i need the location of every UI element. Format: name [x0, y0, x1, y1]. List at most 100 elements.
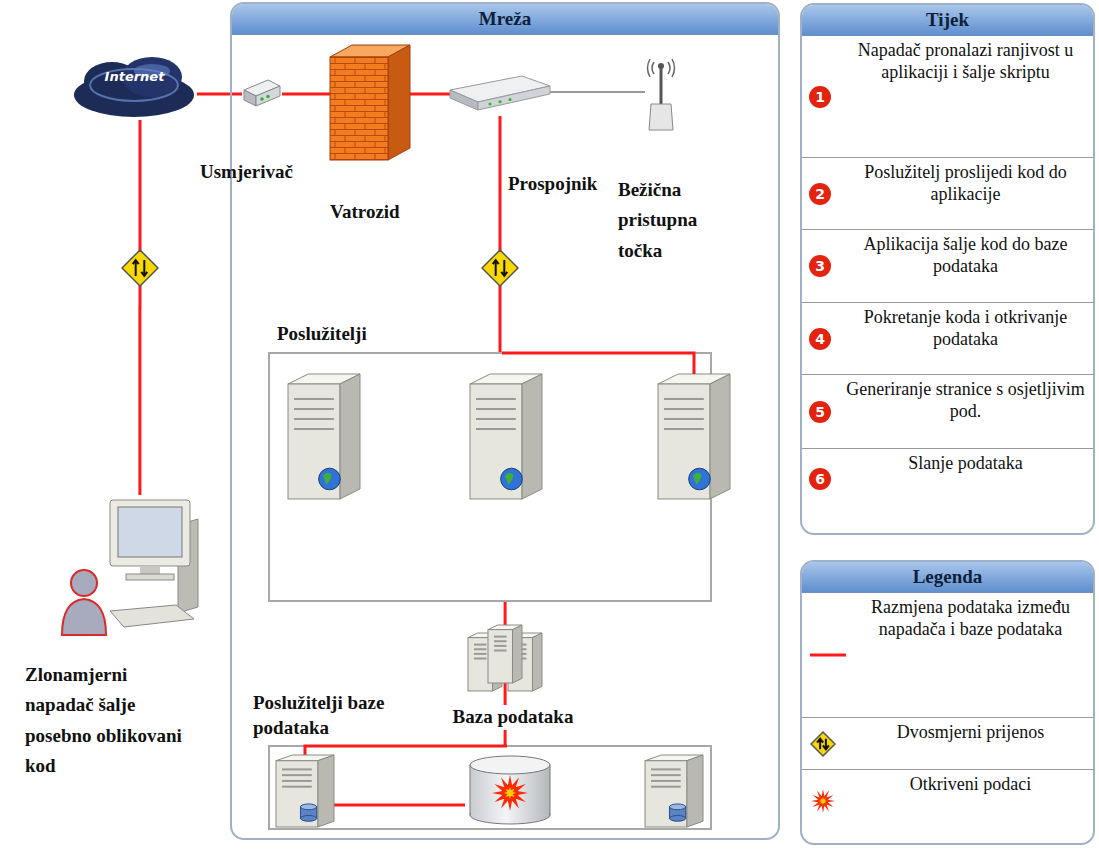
- internet-cloud-icon: [72, 55, 197, 120]
- line-shape: [651, 786, 681, 788]
- flow-step: 3Aplikacija šalje kod do baze podataka: [802, 229, 1093, 302]
- polygon-shape: [532, 633, 542, 691]
- ellipse-shape: [470, 756, 550, 774]
- legend-text: Razmjena podataka između napadača i baze…: [848, 593, 1093, 644]
- circle-shape: [499, 100, 502, 103]
- rect-shape: [140, 566, 160, 574]
- polygon-shape: [244, 90, 256, 106]
- polygon-shape: [819, 797, 827, 805]
- line-shape: [282, 768, 312, 770]
- rect-shape: [276, 761, 318, 827]
- path-shape: [62, 599, 106, 635]
- flow-step: 1Napadač pronalazi ranjivost u aplikacij…: [802, 35, 1093, 157]
- polygon-shape: [478, 86, 550, 110]
- line-shape: [494, 640, 506, 642]
- rect-shape: [330, 57, 388, 160]
- panel-heading: Legenda: [802, 562, 1093, 593]
- polygon-shape: [110, 605, 194, 627]
- callout-number: 6: [809, 468, 831, 490]
- rect-shape: [118, 507, 182, 557]
- line-shape: [494, 636, 506, 638]
- switch: Prospojnik: [450, 76, 550, 116]
- wireless-access-point: Bežična pristupna točka: [645, 62, 677, 132]
- rect-shape: [110, 500, 190, 566]
- server-group: Poslužitelji: [268, 352, 712, 602]
- legend-row: Razmjena podataka između napadača i baze…: [802, 592, 1093, 717]
- polygon-shape: [710, 374, 730, 499]
- panel-heading: Tijek: [802, 5, 1093, 36]
- path-shape: [501, 260, 507, 276]
- flow-panel: Tijek1Napadač pronalazi ranjivost u apli…: [800, 3, 1095, 535]
- path-shape: [502, 353, 694, 374]
- legend-row: Dvosmjerni prijenos: [802, 717, 1093, 769]
- g-shape: [276, 755, 334, 827]
- network-link: [499, 116, 502, 352]
- flow-step: 2 Poslužitelj proslijedi kod do aplikacij…: [802, 157, 1093, 229]
- polygon-shape: [388, 45, 410, 160]
- rect-shape: [288, 384, 340, 499]
- rect-shape: [645, 761, 687, 827]
- path-shape: [648, 59, 675, 77]
- switch-icon: [450, 76, 550, 116]
- legend-text: Dvosmjerni prijenos: [848, 718, 1093, 748]
- polygon-shape: [450, 90, 478, 110]
- line-shape: [494, 645, 506, 647]
- line-shape: [474, 653, 486, 655]
- path-shape: [323, 473, 332, 485]
- rect-shape: [658, 384, 710, 499]
- server-group-art: [270, 354, 710, 600]
- line-shape: [664, 418, 704, 420]
- circle-shape: [266, 95, 270, 99]
- database-icon: [465, 755, 555, 825]
- router-icon: [242, 78, 282, 110]
- g-shape: [468, 625, 542, 691]
- step-text: Poslužitelj proslijedi kod do aplikacije: [838, 158, 1093, 209]
- polygon-shape: [256, 86, 280, 106]
- network-link: [197, 93, 242, 96]
- line-shape: [282, 774, 312, 776]
- rect-shape: [470, 384, 522, 499]
- device-label: Prospojnik: [508, 172, 623, 197]
- device-label: Usmjerivač: [200, 160, 330, 185]
- line-shape: [474, 658, 486, 660]
- line-shape: [476, 408, 516, 410]
- line-shape: [664, 408, 704, 410]
- legend-panel: LegendaRazmjena podataka između napadača…: [800, 560, 1095, 845]
- flow-step: 6Slanje podataka: [802, 448, 1093, 508]
- path-shape: [133, 260, 139, 276]
- attacker-computer: Zlonamjerni napadač šalje posebno obliko…: [60, 495, 200, 640]
- path-shape: [505, 473, 514, 485]
- polygon-shape: [512, 625, 522, 683]
- step-text: Pokretanje koda i otkrivanje podataka: [838, 303, 1093, 354]
- wireless-access-point-icon: [645, 62, 677, 132]
- line-shape: [474, 648, 486, 650]
- line-shape: [476, 428, 516, 430]
- rect-shape: [126, 574, 174, 580]
- router: Usmjerivač: [242, 78, 282, 110]
- legend-line-sample: [810, 650, 846, 660]
- ellipse-shape: [300, 815, 316, 821]
- rect-shape: [488, 630, 512, 683]
- internet-cloud: Internet: [72, 55, 197, 120]
- line-shape: [474, 644, 486, 646]
- device-label: Bežična pristupna točka: [618, 175, 730, 266]
- step-text: Napadač pronalazi ranjivost u aplikaciji…: [838, 36, 1093, 87]
- g-shape: [288, 374, 360, 499]
- firewall: Vatrozid: [330, 45, 410, 160]
- line-shape: [282, 780, 312, 782]
- callout-number: 2: [809, 183, 831, 205]
- polygon-shape: [811, 789, 835, 813]
- legend-diamond-sample: [810, 731, 836, 757]
- device-label: Poslužitelji: [277, 322, 437, 347]
- flow-step: 5Generiranje stranice s osjetljivim pod.: [802, 374, 1093, 448]
- line-shape: [294, 428, 334, 430]
- path-shape: [141, 260, 147, 276]
- circle-shape: [71, 570, 97, 596]
- network-link: [282, 93, 330, 96]
- polygon-shape: [811, 732, 835, 756]
- polygon-shape: [649, 104, 673, 130]
- g-shape: [470, 374, 542, 499]
- circle-shape: [501, 468, 523, 490]
- polygon-shape: [504, 787, 516, 799]
